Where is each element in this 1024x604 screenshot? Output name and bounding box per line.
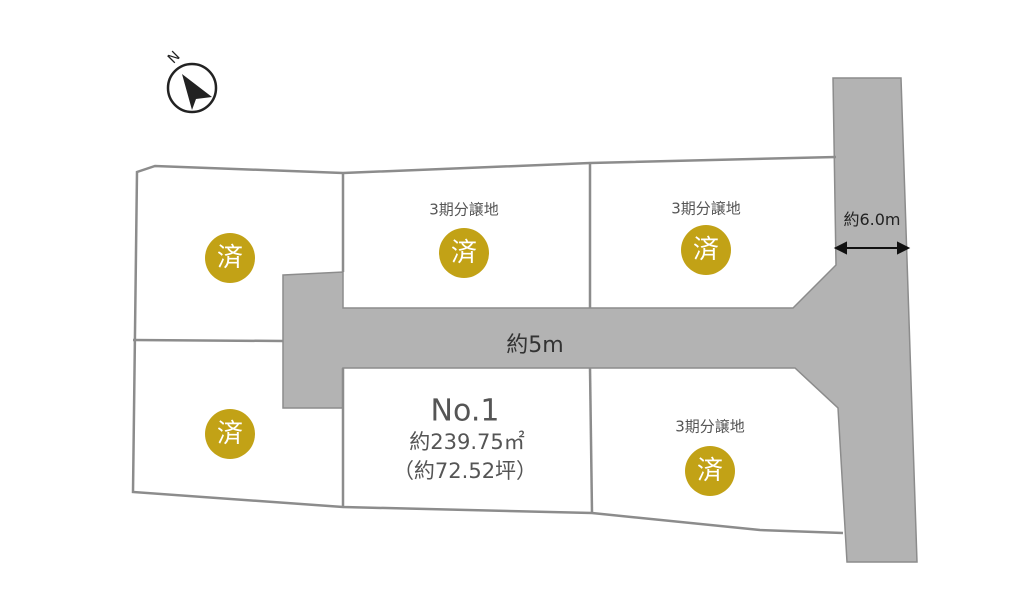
side-road-width: 約6.0m	[843, 210, 901, 229]
lot-area-tsubo: （約72.52坪）	[392, 459, 538, 483]
sold-badge: 済	[205, 233, 255, 283]
road	[282, 77, 918, 563]
sold-badge: 済	[685, 446, 735, 496]
sold-badge: 済	[681, 225, 731, 275]
svg-text:N: N	[165, 48, 184, 67]
width-arrow-icon	[833, 241, 911, 255]
sold-badge: 済	[205, 409, 255, 459]
lot-label: 3期分譲地	[675, 417, 745, 436]
sold-badge: 済	[439, 228, 489, 278]
north-arrow-icon: N	[165, 48, 218, 114]
lot-area-sqm: 約239.75㎡	[409, 430, 525, 454]
lot-label: 3期分譲地	[429, 200, 499, 219]
lot-label: 3期分譲地	[671, 199, 741, 218]
lot-number: No.1	[430, 393, 500, 429]
main-road-width: 約5m	[506, 333, 564, 358]
lot-lines	[131, 155, 844, 535]
